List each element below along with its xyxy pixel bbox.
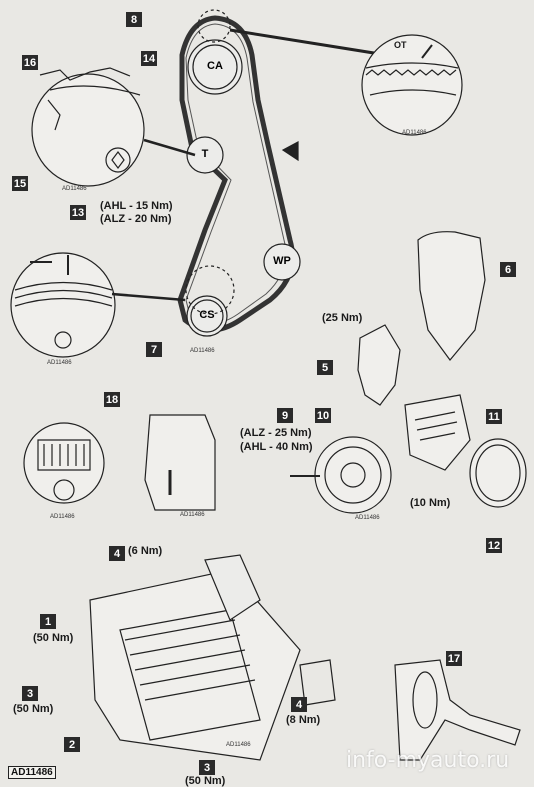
torque-1: (50 Nm) <box>33 632 74 644</box>
ot-mark-label: OT <box>394 40 407 50</box>
callout-2: 2 <box>64 737 80 752</box>
inset-circle-tensioner <box>31 73 145 187</box>
inset-circle-crankshaft-mark <box>10 252 116 358</box>
figure-code-tensioner-inset: AD11486 <box>62 186 87 192</box>
figure-code-main: AD11486 <box>8 766 56 779</box>
pulley-label-t: T <box>201 148 209 160</box>
callout-12: 12 <box>486 538 502 553</box>
callout-16: 16 <box>22 55 38 70</box>
callout-1: 1 <box>40 614 56 629</box>
pulley-label-wp: WP <box>273 255 291 267</box>
torque-11: (10 Nm) <box>410 497 451 509</box>
seal-ring-12 <box>469 438 527 508</box>
torque-5: (25 Nm) <box>322 312 363 324</box>
crankshaft-pulley-10 <box>314 436 392 514</box>
callout-15: 15 <box>12 176 28 191</box>
callout-13: 13 <box>70 205 86 220</box>
callout-4b: 4 <box>291 697 307 712</box>
torque-9-alz: (ALZ - 25 Nm) <box>240 427 312 439</box>
torque-9-ahl: (AHL - 40 Nm) <box>240 441 313 453</box>
torque-3a: (50 Nm) <box>13 703 54 715</box>
watermark: info-myauto.ru <box>346 748 510 773</box>
pulley-label-ca: CA <box>207 60 223 72</box>
timing-cover-lower <box>404 394 471 471</box>
figure-code-crank-inset: AD11486 <box>47 360 72 366</box>
callout-6: 6 <box>500 262 516 277</box>
torque-3b: (50 Nm) <box>185 775 226 787</box>
torque-4a: (6 Nm) <box>128 545 163 557</box>
callout-3a: 3 <box>22 686 38 701</box>
figure-code-18-panel: AD11486 <box>180 512 205 518</box>
callout-7: 7 <box>146 342 162 357</box>
inset-circle-18 <box>23 422 105 504</box>
timing-cover-upper <box>417 231 486 361</box>
figure-code-pulley: AD11486 <box>355 515 380 521</box>
tensioner-pulley <box>186 136 224 174</box>
figure-code-ca-inset: AD11486 <box>402 130 427 136</box>
callout-11: 11 <box>486 409 502 424</box>
crank-handle <box>394 659 521 761</box>
callout-5: 5 <box>317 360 333 375</box>
callout-17: 17 <box>446 651 462 666</box>
crankshaft-pulley <box>186 295 228 337</box>
torque-13-alz: (ALZ - 20 Nm) <box>100 213 172 225</box>
callout-9: 9 <box>277 408 293 423</box>
inset-circle-camshaft-mark <box>361 34 463 136</box>
torque-13-ahl: (AHL - 15 Nm) <box>100 200 173 212</box>
crank-detail <box>144 414 216 511</box>
figure-code-18-circle: AD11486 <box>50 514 75 520</box>
tensioner-bracket <box>357 324 401 406</box>
figure-code-bottom: AD11486 <box>226 742 251 748</box>
camshaft-pulley <box>187 39 243 95</box>
callout-4a: 4 <box>109 546 125 561</box>
water-pump-pulley <box>263 243 301 281</box>
callout-10: 10 <box>315 408 331 423</box>
torque-4b: (8 Nm) <box>286 714 321 726</box>
callout-3b: 3 <box>199 760 215 775</box>
figure-code-belt: AD11486 <box>190 348 215 354</box>
rotation-arrow-icon <box>281 141 299 162</box>
callout-18: 18 <box>104 392 120 407</box>
callout-8: 8 <box>126 12 142 27</box>
callout-14: 14 <box>141 51 157 66</box>
pulley-label-cs: CS <box>199 309 215 321</box>
